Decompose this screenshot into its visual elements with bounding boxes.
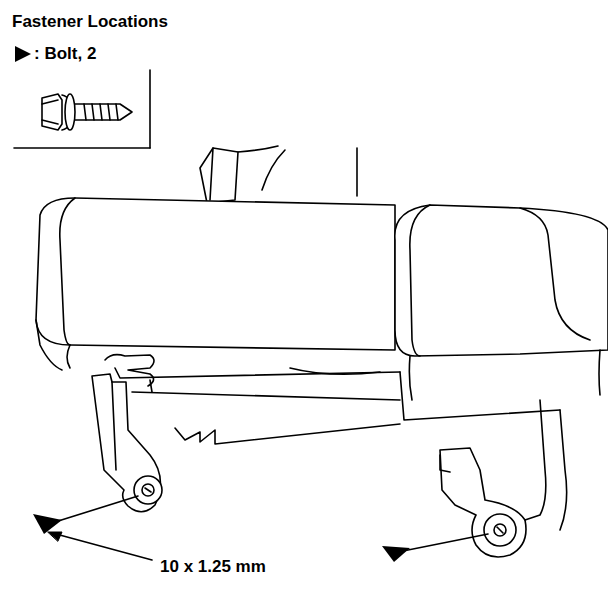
- dimension-label: 10 x 1.25 mm: [160, 558, 266, 577]
- fastener-pointer: [33, 496, 488, 562]
- legend-frame: [14, 70, 150, 148]
- left-foot-bracket: [92, 374, 162, 512]
- bolt-icon: [42, 94, 132, 130]
- pointer-symbol: [14, 45, 32, 63]
- figure-title: Fastener Locations: [12, 13, 168, 32]
- dimension-leader: [48, 532, 152, 560]
- seat-back: [200, 146, 357, 203]
- legend-entry: : Bolt, 2: [14, 45, 96, 64]
- legend-text: : Bolt, 2: [34, 45, 96, 64]
- seat-cushion: [36, 198, 395, 370]
- seat-frame: [105, 355, 560, 444]
- seat-bolster: [395, 205, 608, 400]
- right-foot-bracket: [440, 400, 567, 557]
